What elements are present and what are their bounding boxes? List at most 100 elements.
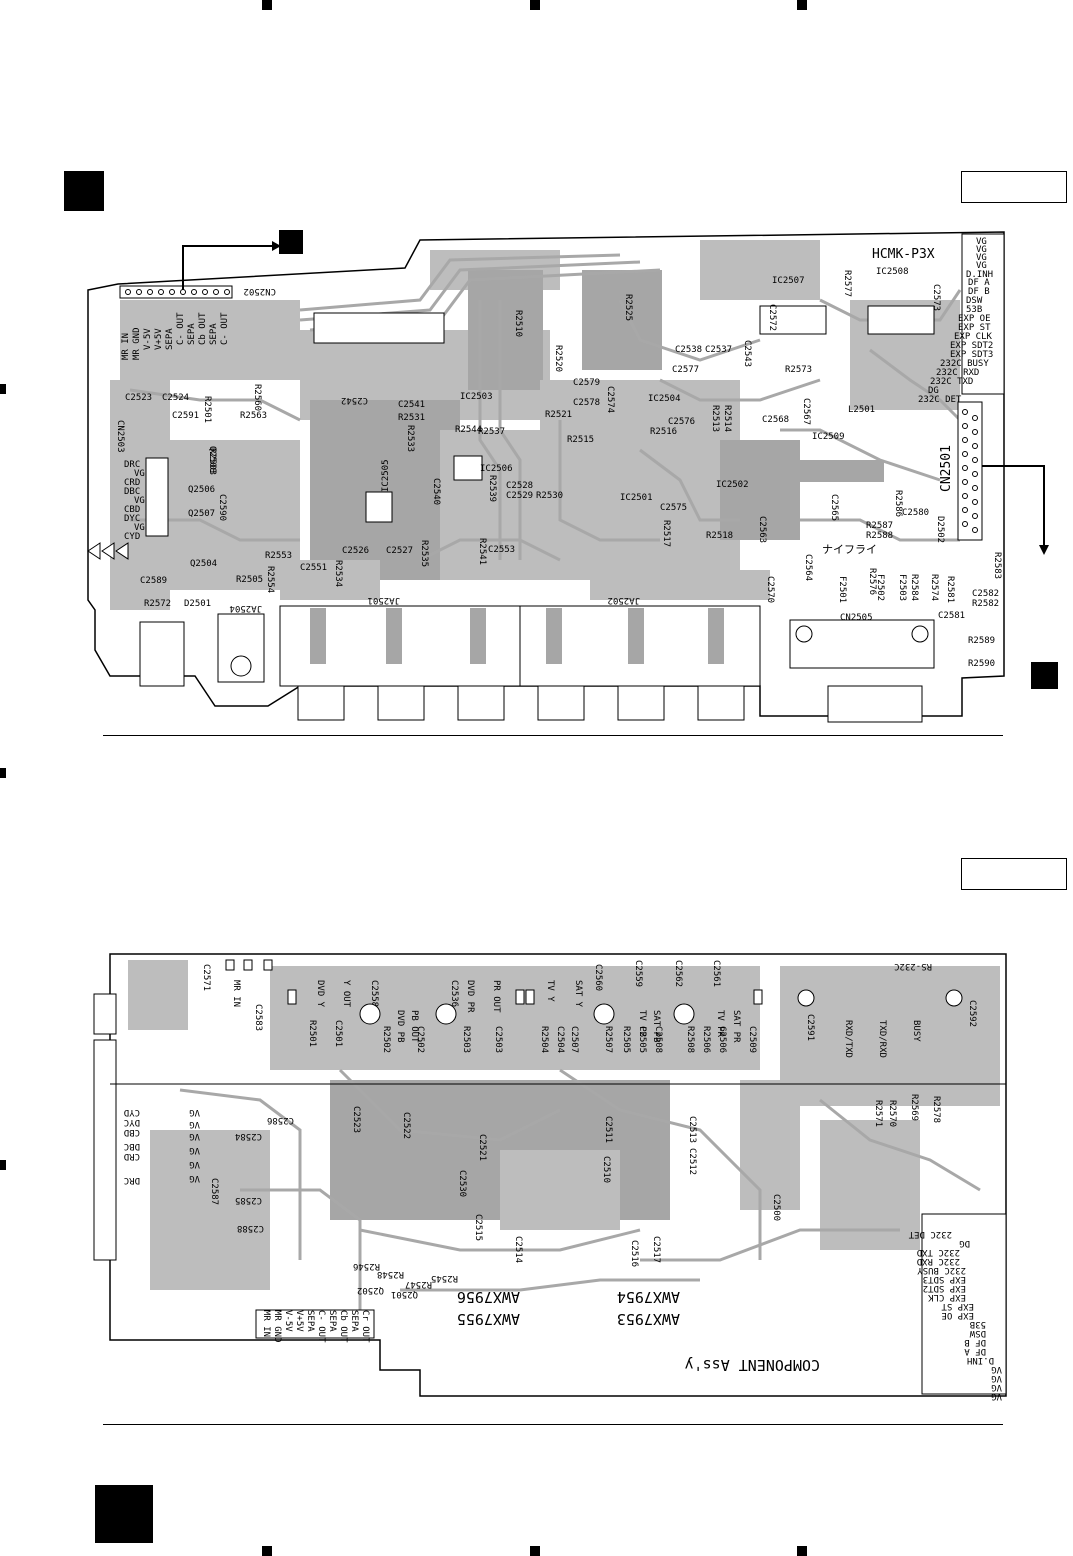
svg-text:R2513: R2513 xyxy=(710,405,720,432)
svg-text:R2530: R2530 xyxy=(536,491,563,501)
svg-text:TV PB: TV PB xyxy=(637,1010,647,1037)
svg-text:EXP CLK: EXP CLK xyxy=(954,332,993,342)
svg-text:R2554: R2554 xyxy=(265,566,275,593)
svg-text:EXP OE: EXP OE xyxy=(958,314,991,324)
svg-text:F2502: F2502 xyxy=(875,574,885,601)
svg-text:C2526: C2526 xyxy=(342,546,369,556)
svg-text:Cb OUT: Cb OUT xyxy=(198,312,208,345)
svg-text:R2584: R2584 xyxy=(909,574,919,601)
svg-text:DVD PB: DVD PB xyxy=(395,1010,405,1043)
edge-pin-label-box xyxy=(255,1309,375,1339)
separator-line-top xyxy=(103,735,1003,736)
svg-text:C2585: C2585 xyxy=(235,1195,262,1205)
svg-text:D2501: D2501 xyxy=(184,599,211,609)
svg-text:SEPA: SEPA xyxy=(209,323,219,345)
svg-text:C- OUT: C- OUT xyxy=(176,312,186,345)
svg-text:CYD: CYD xyxy=(124,532,140,542)
svg-text:Q2504: Q2504 xyxy=(190,559,217,569)
svg-text:VG: VG xyxy=(991,1373,1002,1383)
svg-text:53B: 53B xyxy=(966,305,982,315)
cn2502-pin-labels: MR IN MR GND V-5V V+5V SEPA C- OUT SEPA … xyxy=(121,312,230,360)
svg-text:V-5V: V-5V xyxy=(283,1310,293,1332)
svg-text:R2589: R2589 xyxy=(968,636,995,646)
svg-text:C2513: C2513 xyxy=(687,1116,697,1143)
svg-text:F2501: F2501 xyxy=(837,576,847,603)
part-number-3: AWX7955 xyxy=(457,1310,520,1328)
svg-text:C2542: C2542 xyxy=(341,395,368,405)
svg-text:C2515: C2515 xyxy=(473,1214,483,1241)
svg-text:Q2508: Q2508 xyxy=(207,446,217,473)
left-edge-connector-upper xyxy=(93,993,117,1035)
label-frame-top xyxy=(961,171,1067,203)
svg-text:VG: VG xyxy=(976,261,987,271)
svg-text:R2560: R2560 xyxy=(252,384,262,411)
svg-text:TV Y: TV Y xyxy=(545,980,555,1002)
svg-text:C2538: C2538 xyxy=(675,345,702,355)
svg-text:C2583: C2583 xyxy=(253,1004,263,1031)
s2501-switch xyxy=(139,621,185,687)
svg-text:C2592: C2592 xyxy=(967,1000,977,1027)
cn2501-pin-label-box xyxy=(961,233,1005,395)
cn2501-pin-labels: VG VG VG VG D.INH DF A DF B DSW 53B EXP … xyxy=(918,237,993,405)
svg-text:C2502: C2502 xyxy=(415,1026,425,1053)
svg-text:C2579: C2579 xyxy=(573,378,600,388)
cn2502-connector xyxy=(119,285,233,299)
ic2508 xyxy=(867,305,935,335)
svg-text:MR IN: MR IN xyxy=(121,333,131,360)
svg-text:RS-232C: RS-232C xyxy=(894,961,932,971)
ic2507 xyxy=(759,305,827,335)
svg-text:R2502: R2502 xyxy=(381,1026,391,1053)
svg-text:R2572: R2572 xyxy=(144,599,171,609)
svg-text:C2509: C2509 xyxy=(747,1026,757,1053)
svg-text:DG: DG xyxy=(959,1238,970,1248)
svg-text:CBD: CBD xyxy=(124,505,140,515)
svg-text:R2507: R2507 xyxy=(603,1026,613,1053)
right-pin-labels: 232C DET DG 232C TXD 232C RXD 232C BUSY … xyxy=(908,1229,1002,1401)
svg-text:R2505: R2505 xyxy=(621,1026,631,1053)
svg-text:C2504: C2504 xyxy=(555,1026,565,1053)
jack-tabs xyxy=(310,608,724,664)
svg-text:C2501: C2501 xyxy=(333,1020,343,1047)
svg-text:EXP SDT3: EXP SDT3 xyxy=(950,350,993,360)
svg-text:C2571: C2571 xyxy=(201,964,211,991)
dsub-shell xyxy=(827,685,923,723)
svg-text:C2586: C2586 xyxy=(267,1115,294,1125)
vg-labels: VG VG VG VG VG VG xyxy=(189,1107,200,1183)
svg-text:C2576: C2576 xyxy=(668,417,695,427)
svg-text:SEPA: SEPA xyxy=(349,1310,359,1332)
svg-text:EXP SDT2: EXP SDT2 xyxy=(950,341,993,351)
board-name-label: HCMK-P3X xyxy=(872,247,935,262)
arrow-head-cn2501 xyxy=(1039,545,1049,555)
component-labels-top: R2510 R2525 C2538 C2537 C2577 C2543 R257… xyxy=(125,270,1002,669)
svg-text:C2580: C2580 xyxy=(902,508,929,518)
svg-text:R2505: R2505 xyxy=(236,575,263,585)
svg-text:R2518: R2518 xyxy=(706,531,733,541)
svg-text:232C BUSY: 232C BUSY xyxy=(940,359,989,369)
svg-text:C2590: C2590 xyxy=(217,494,227,521)
svg-text:R2541: R2541 xyxy=(477,538,487,565)
katakana-label: ナイフライ xyxy=(822,543,877,556)
svg-text:C2500: C2500 xyxy=(771,1194,781,1221)
svg-text:53B: 53B xyxy=(970,1319,986,1329)
svg-text:R2590: R2590 xyxy=(968,659,995,669)
svg-text:R2546: R2546 xyxy=(353,1261,380,1271)
cn2502-label: CN2502 xyxy=(243,286,276,296)
svg-text:IC2508: IC2508 xyxy=(876,267,909,277)
svg-text:BUSY: BUSY xyxy=(911,1020,921,1042)
svg-text:C2536: C2536 xyxy=(449,980,459,1007)
svg-text:C2506: C2506 xyxy=(717,1026,727,1053)
svg-text:VG: VG xyxy=(976,253,987,263)
svg-text:D.INH: D.INH xyxy=(967,1355,994,1365)
svg-text:R2534: R2534 xyxy=(333,560,343,587)
svg-text:C2560: C2560 xyxy=(593,964,603,991)
svg-text:C2530: C2530 xyxy=(457,1170,467,1197)
svg-text:Cr OUT: Cr OUT xyxy=(360,1310,370,1343)
svg-text:C2524: C2524 xyxy=(162,393,189,403)
svg-text:232C RXD: 232C RXD xyxy=(936,368,979,378)
svg-text:CBD: CBD xyxy=(124,1127,140,1137)
svg-text:VG: VG xyxy=(134,469,145,479)
svg-text:R2539: R2539 xyxy=(487,475,497,502)
cn2503-label: CN2503 xyxy=(115,420,125,453)
svg-text:R2577: R2577 xyxy=(842,270,852,297)
registration-mark-top-3 xyxy=(797,0,807,10)
